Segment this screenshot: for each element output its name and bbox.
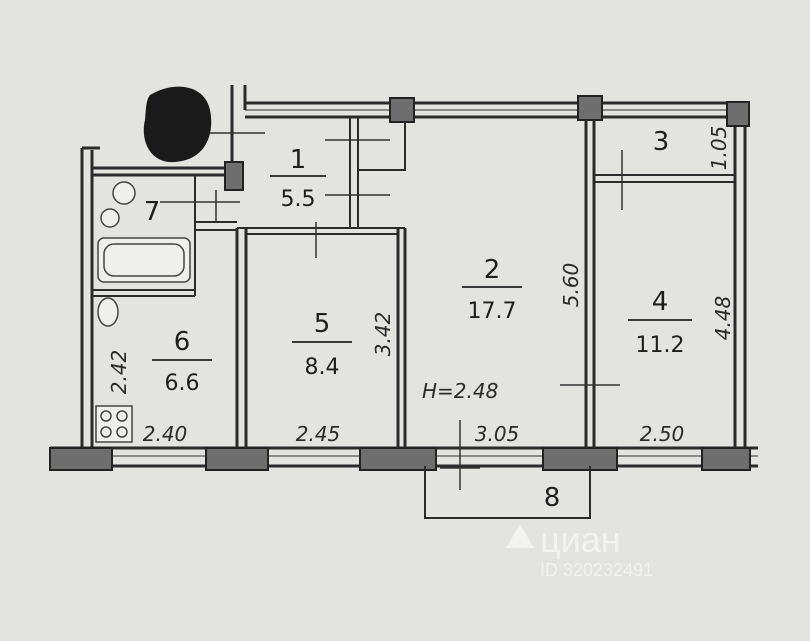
- dim-room2-depth: 5.60: [559, 263, 583, 308]
- watermark-id: ID 320232491: [540, 560, 653, 580]
- redaction-mark: [143, 86, 212, 163]
- room-2-area: 17.7: [468, 299, 517, 324]
- room-1-number: 1: [290, 145, 307, 175]
- room-5-number: 5: [314, 309, 331, 339]
- watermark-brand: циан: [540, 519, 621, 560]
- dim-room4-depth: 4.48: [711, 296, 735, 341]
- room-2-number: 2: [484, 255, 501, 285]
- room-7-number: 7: [144, 197, 161, 227]
- dim-room3-depth: 1.05: [707, 126, 731, 171]
- interior-walls: [92, 117, 735, 448]
- room-8-number: 8: [544, 483, 561, 513]
- pillars: [49, 95, 751, 471]
- dim-room6-depth: 2.42: [107, 350, 131, 395]
- room-4-area: 11.2: [636, 333, 685, 358]
- dim-room2-width: 3.05: [475, 422, 520, 446]
- room-5-area: 8.4: [305, 355, 340, 380]
- room-3-number: 3: [653, 127, 670, 157]
- bathroom-fixtures: [95, 181, 191, 443]
- watermark: циан ID 320232491: [506, 519, 653, 580]
- ceiling-height: H=2.48: [422, 379, 498, 403]
- balcony-outline: [424, 466, 591, 519]
- room-4-number: 4: [652, 287, 669, 317]
- cian-logo-icon: [506, 524, 534, 548]
- room-6-number: 6: [174, 327, 191, 357]
- dim-room6-width: 2.40: [143, 422, 188, 446]
- dim-room4-width: 2.50: [640, 422, 685, 446]
- dim-room5-width: 2.45: [296, 422, 341, 446]
- room-1-area: 5.5: [281, 187, 316, 212]
- room-6-area: 6.6: [165, 371, 200, 396]
- dim-room5-depth: 3.42: [371, 312, 395, 357]
- axis-ticks: [160, 132, 623, 490]
